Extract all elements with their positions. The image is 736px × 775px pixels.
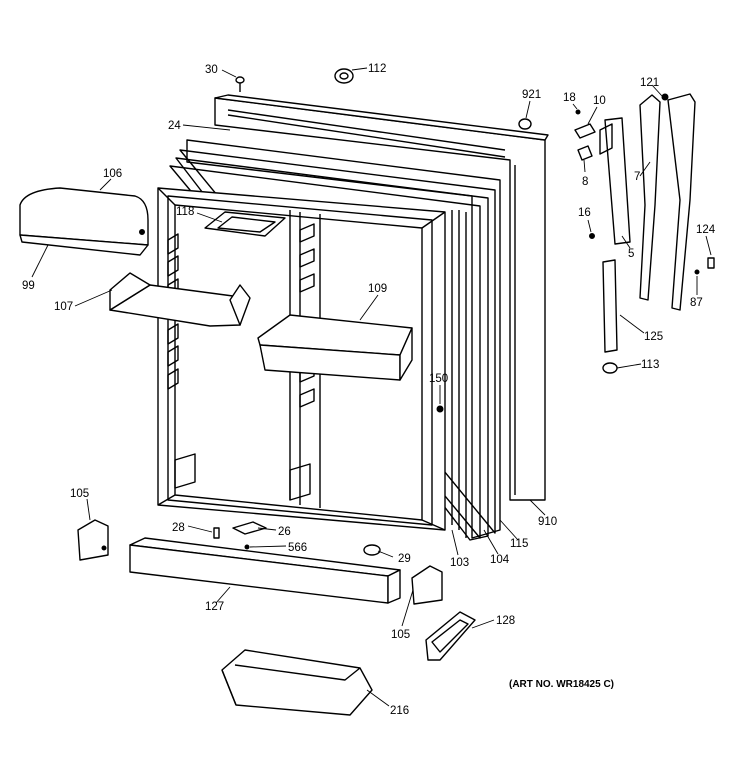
label-24: 24 [168,120,181,132]
label-910: 910 [538,516,557,528]
label-115: 115 [510,538,528,550]
label-29: 29 [398,553,411,565]
dairy-compartment-door-106 [19,187,149,256]
label-150: 150 [429,373,448,385]
hinge-cover-105-left [77,519,109,561]
label-216: 216 [390,705,409,717]
label-921: 921 [522,89,541,101]
label-124: 124 [696,224,716,236]
label-87: 87 [690,297,703,309]
handle-7 [639,94,661,301]
label-18: 18 [563,92,576,104]
hinge-5 [599,117,631,245]
art-number: (ART NO. WR18425 C) [509,679,614,690]
label-10: 10 [593,95,606,107]
label-107: 107 [54,301,73,313]
label-104: 104 [490,554,510,566]
label-8: 8 [582,176,588,188]
label-5: 5 [628,248,634,260]
label-103: 103 [450,557,469,569]
screw-566 [244,544,250,550]
hinge-cover-105-right [411,565,443,605]
label-26: 26 [278,526,291,538]
label-105-left: 105 [70,488,89,500]
label-121: 121 [640,77,659,89]
label-109: 109 [368,283,387,295]
screw-18 [575,109,581,115]
small-shelf-118 [204,211,286,237]
label-7: 7 [634,171,640,183]
door-bin-109 [257,314,413,381]
cap-113 [602,362,618,374]
toe-grille-127 [129,537,401,604]
screw-150 [436,405,444,413]
label-105-right: 105 [391,629,410,641]
label-112: 112 [368,63,386,75]
plug-921 [518,118,532,130]
label-566: 566 [288,542,307,554]
bracket-10 [574,123,596,139]
screw-30 [235,76,245,92]
label-113: 113 [641,359,659,371]
shelf-107 [109,272,251,327]
plate-26 [232,521,267,535]
label-16: 16 [578,207,591,219]
label-30: 30 [205,64,218,76]
clip-124 [707,257,715,269]
label-99: 99 [22,280,35,292]
screw-16 [589,233,595,239]
handle-bracket-121 [661,93,696,311]
trim-125 [602,259,618,353]
label-127: 127 [205,601,224,613]
plug-112 [334,68,354,84]
leader-lines [31,67,712,707]
label-118: 118 [176,206,194,218]
label-106: 106 [103,168,122,180]
bin-216 [221,649,373,716]
label-125: 125 [644,331,663,343]
cover-128 [425,611,476,661]
cam-8 [577,145,593,161]
part-labels: 30 112 921 18 10 121 24 106 8 7 118 16 1… [22,63,716,717]
label-128: 128 [496,615,515,627]
label-28: 28 [172,522,185,534]
screw-87 [694,269,700,275]
pin-28 [213,527,220,539]
plug-29 [363,544,381,556]
door-outer-panel-910 [214,94,549,501]
